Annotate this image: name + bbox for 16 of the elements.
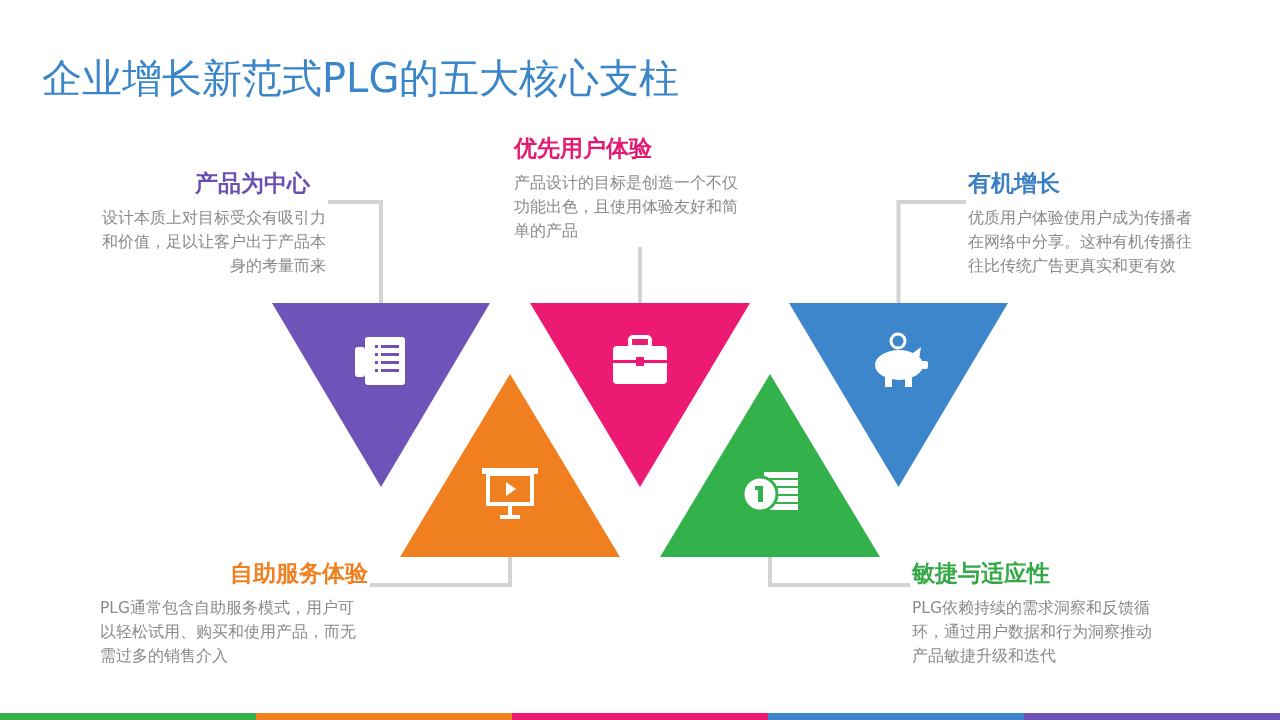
heading: 自助服务体验 <box>229 559 368 588</box>
leader-line <box>896 200 966 303</box>
leader-line <box>638 247 642 303</box>
description: PLG依赖持续的需求洞察和反馈循环，通过用户数据和行为洞察推动产品敏捷升级和迭代 <box>912 598 1153 667</box>
description: 优质用户体验使用户成为传播者在网络中分享。这种有机传播往往比传统广告更真实和更有效 <box>968 208 1193 277</box>
description: 设计本质上对目标受众有吸引力和价值，足以让客户出于产品本身的考量而来 <box>101 208 326 277</box>
description: PLG通常包含自助服务模式，用户可以轻松试用、购买和使用产品，而无需过多的销售介入 <box>100 598 357 667</box>
description: 产品设计的目标是创造一个不仅功能出色，且使用体验友好和简单的产品 <box>514 173 739 242</box>
heading: 有机增长 <box>968 169 1061 198</box>
leader-line <box>328 200 383 303</box>
title: 企业增长新范式PLG的五大核心支柱 <box>42 54 680 103</box>
leader-line <box>768 557 910 587</box>
heading: 优先用户体验 <box>514 134 653 163</box>
leader-line <box>370 557 512 587</box>
heading: 产品为中心 <box>194 169 311 198</box>
heading: 敏捷与适应性 <box>912 559 1051 588</box>
